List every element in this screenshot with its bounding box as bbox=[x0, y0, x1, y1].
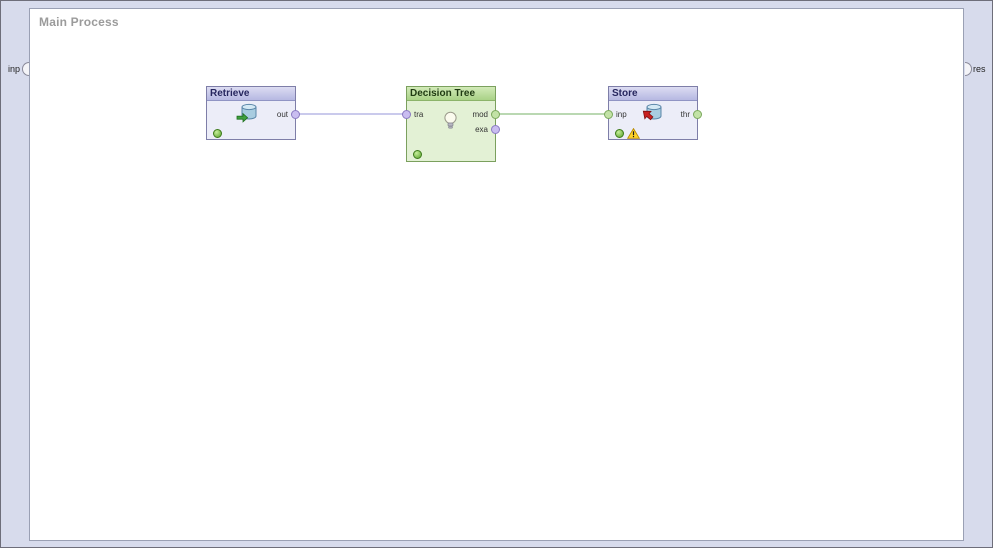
status-ok-icon bbox=[213, 129, 222, 138]
light-bulb-icon bbox=[443, 111, 458, 130]
operator-decision-tree-title: Decision Tree bbox=[407, 87, 495, 101]
port-label-tra: tra bbox=[414, 110, 424, 119]
port-label-mod: mod bbox=[472, 110, 488, 119]
port-label-exa: exa bbox=[475, 125, 488, 134]
port-tree-tra[interactable] bbox=[402, 110, 411, 119]
status-ok-icon bbox=[615, 129, 624, 138]
operator-decision-tree[interactable]: Decision Tree tra mod exa bbox=[402, 86, 500, 162]
process-result-port[interactable] bbox=[965, 62, 972, 76]
process-result-label: res bbox=[973, 64, 986, 74]
operator-retrieve[interactable]: Retrieve out bbox=[206, 86, 300, 140]
process-title: Main Process bbox=[39, 15, 119, 29]
status-ok-icon bbox=[413, 150, 422, 159]
port-label-out: out bbox=[276, 110, 288, 119]
port-label-inp: inp bbox=[616, 110, 627, 119]
port-store-thr[interactable] bbox=[693, 110, 702, 119]
process-input-label: inp bbox=[8, 64, 21, 74]
database-retrieve-icon bbox=[236, 103, 260, 123]
operator-store[interactable]: Store inp thr bbox=[604, 86, 702, 140]
database-store-icon bbox=[640, 103, 664, 123]
warning-icon bbox=[627, 128, 640, 139]
process-input-port[interactable] bbox=[22, 62, 29, 76]
port-retrieve-out[interactable] bbox=[291, 110, 300, 119]
port-label-thr: thr bbox=[680, 110, 690, 119]
port-tree-mod[interactable] bbox=[491, 110, 500, 119]
operator-store-title: Store bbox=[609, 87, 697, 101]
operator-retrieve-title: Retrieve bbox=[207, 87, 295, 101]
port-store-inp[interactable] bbox=[604, 110, 613, 119]
port-tree-exa[interactable] bbox=[491, 125, 500, 134]
process-canvas[interactable] bbox=[29, 8, 964, 541]
